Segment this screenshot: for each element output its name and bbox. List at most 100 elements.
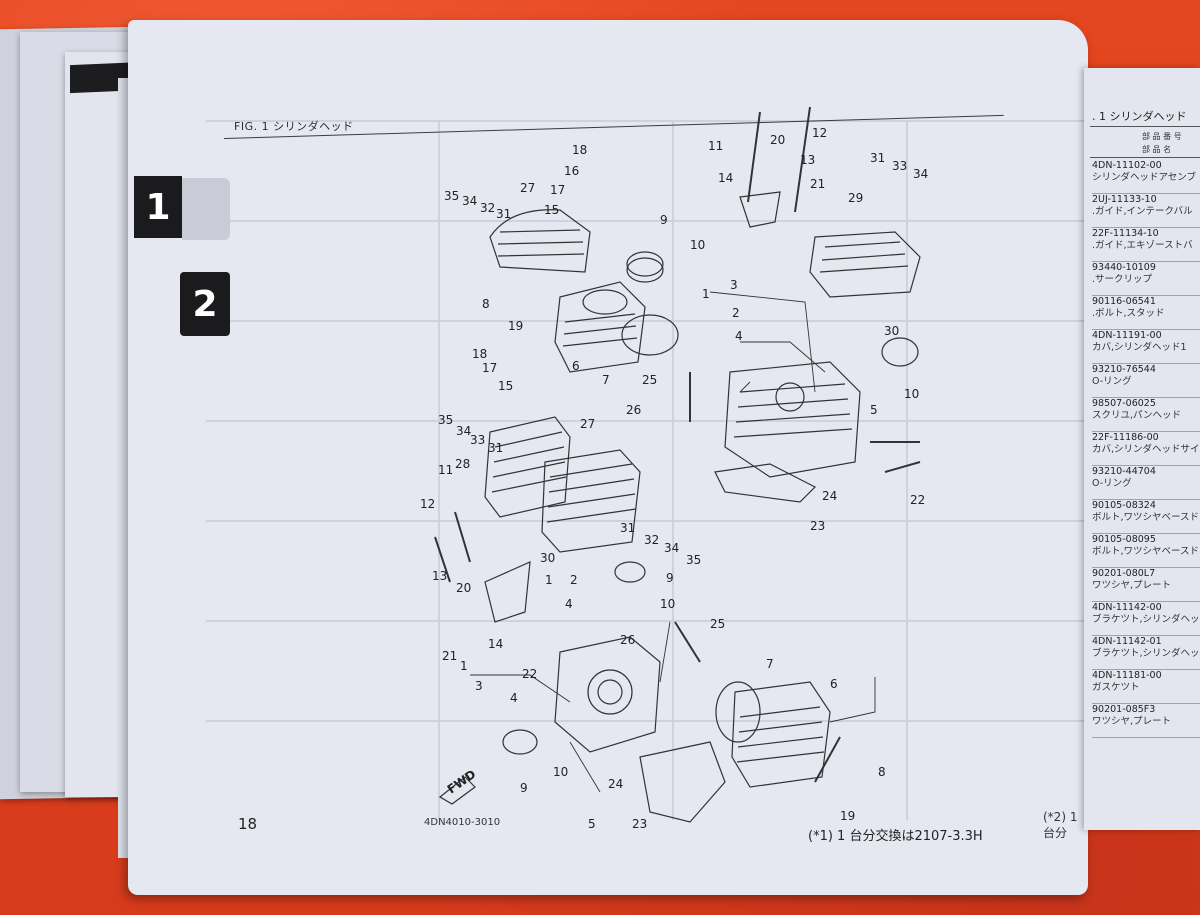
front-head-cover-top	[489, 209, 591, 273]
callout: 19	[840, 809, 855, 823]
bracket-upper	[739, 191, 781, 228]
main-page: FIG. 1 シリンダヘッド 18 4DN4010-3010 (*1) 1 台分…	[128, 20, 1088, 895]
cylinder-upper	[554, 281, 646, 373]
gasket-lower	[639, 741, 726, 823]
callout: 3	[475, 679, 483, 693]
callout: 34	[913, 167, 928, 181]
callout-numbers: 11 20 12 13 14 21 31 33 34 35 29 9 10 3 …	[420, 126, 928, 831]
callout: 4	[735, 329, 743, 343]
callout: 33	[470, 433, 485, 447]
callout: 14	[488, 637, 503, 651]
callout: 23	[810, 519, 825, 533]
part-description: ボルト,ワツシヤベースド	[1092, 512, 1200, 523]
show-through-grid	[206, 120, 1086, 820]
callout: 11	[438, 463, 453, 477]
figure-title: FIG. 1 シリンダヘッド	[234, 120, 354, 133]
callout: 21	[810, 177, 825, 191]
callout: 28	[455, 457, 470, 471]
plug-cap-small	[614, 561, 646, 583]
parts-list-row: 93440-10109.サークリップ	[1092, 262, 1200, 296]
callout: 31	[488, 441, 503, 455]
part-number: 98507-06025	[1092, 398, 1156, 409]
callout: 5	[870, 403, 878, 417]
callout: 15	[544, 203, 559, 217]
part-description: カバ,シリンダヘッド1	[1092, 342, 1187, 353]
part-number: 4DN-11102-00	[1092, 160, 1162, 171]
callout: 35	[444, 189, 459, 203]
callout: 24	[822, 489, 837, 503]
callout: 29	[848, 191, 863, 205]
rear-cylinder-head	[724, 361, 861, 478]
callout: 21	[442, 649, 457, 663]
callout: 18	[572, 143, 587, 157]
o-ring-lower	[715, 681, 761, 743]
part-number: 22F-11186-00	[1092, 432, 1159, 443]
footnote-right: (*2) 1 台分	[1043, 810, 1078, 840]
plug-cap-lower	[502, 729, 538, 755]
callout: 20	[456, 581, 471, 595]
fwd-label: FWD	[445, 767, 479, 796]
callout: 9	[520, 781, 528, 795]
part-number: 4DN-11191-00	[1092, 330, 1162, 341]
callout: 8	[482, 297, 490, 311]
callout: 14	[718, 171, 733, 185]
gasket-upper	[714, 463, 817, 503]
part-number: 4DN-11142-01	[1092, 636, 1162, 647]
callout: 9	[666, 571, 674, 585]
parts-list-row: 2UJ-11133-10.ガイド,インテークバル	[1092, 194, 1200, 228]
part-description: O-リング	[1092, 478, 1132, 489]
callout: 1	[545, 573, 553, 587]
cylinder-lower	[731, 681, 831, 788]
part-description: ワツシヤ,プレート	[1092, 716, 1172, 727]
bolts	[434, 106, 921, 783]
part-description: ガスケツト	[1092, 682, 1140, 693]
callout: 13	[800, 153, 815, 167]
front-cylinder-head	[554, 636, 661, 753]
callout: 31	[870, 151, 885, 165]
section-tab-2[interactable]: 2	[180, 272, 230, 336]
bracket-lower	[484, 561, 531, 623]
callout: 15	[498, 379, 513, 393]
callout: 23	[632, 817, 647, 831]
callout: 4	[510, 691, 518, 705]
part-description: O-リング	[1092, 376, 1132, 387]
callout: 17	[550, 183, 565, 197]
callout: 12	[420, 497, 435, 511]
callout: 10	[553, 765, 568, 779]
part-description: ブラケツト,シリンダヘッド	[1092, 648, 1200, 659]
callout: 31	[496, 207, 511, 221]
rear-head-cover	[809, 231, 921, 298]
callout: 26	[620, 633, 635, 647]
part-number: 22F-11134-10	[1092, 228, 1159, 239]
part-description: ボルト,ワツシヤベースド	[1092, 546, 1200, 557]
part-description: スクリユ,パンヘッド	[1092, 410, 1181, 421]
parts-list-row: 22F-11134-10.ガイド,エキゾーストバ	[1092, 228, 1200, 262]
part-number: 93210-44704	[1092, 466, 1156, 477]
callout: 1	[460, 659, 468, 673]
part-number: 90105-08324	[1092, 500, 1156, 511]
callout: 33	[892, 159, 907, 173]
part-description: シリンダヘッドアセンブ	[1092, 172, 1197, 183]
part-description: .ガイド,インテークバル	[1092, 206, 1193, 217]
section-tab-1[interactable]: 1	[134, 176, 182, 238]
callout: 25	[642, 373, 657, 387]
callout: 32	[480, 201, 495, 215]
part-number: 4DN-11142-00	[1092, 602, 1162, 613]
part-number: 90201-085F3	[1092, 704, 1156, 715]
callout: 19	[508, 319, 523, 333]
callout: 35	[438, 413, 453, 427]
callout: 7	[602, 373, 610, 387]
part-description: .ガイド,エキゾーストバ	[1092, 240, 1193, 251]
part-description: .ボルト,スタッド	[1092, 308, 1165, 319]
page-number: 18	[238, 815, 258, 833]
